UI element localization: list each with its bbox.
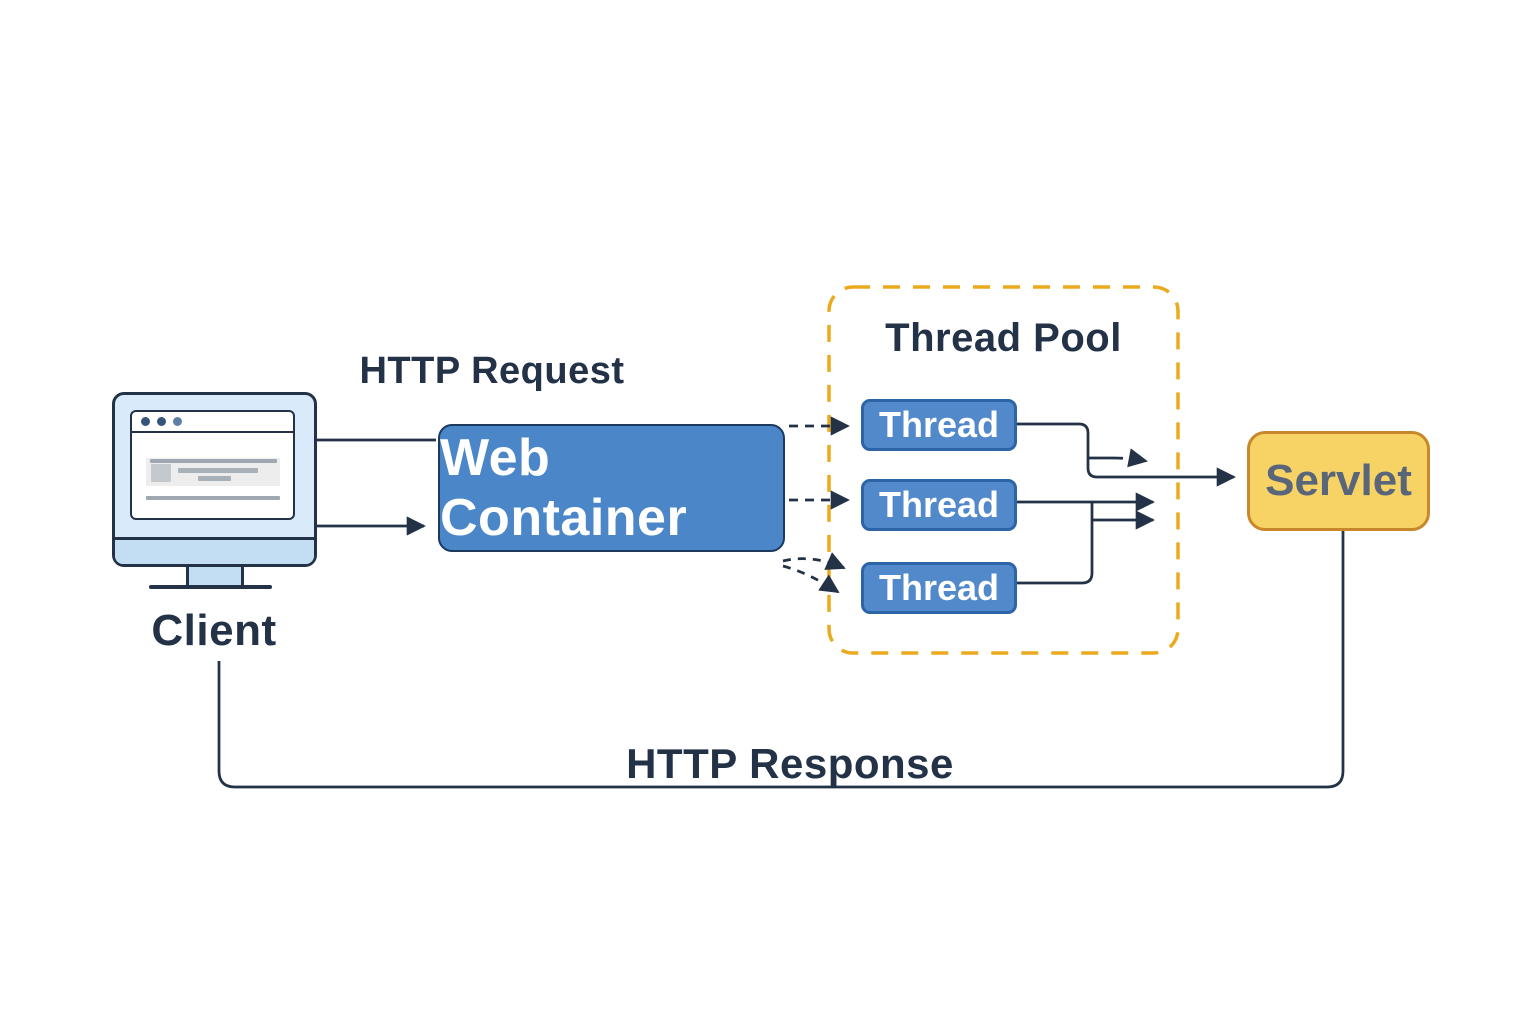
http-request-label: HTTP Request <box>359 350 625 392</box>
thread1-branch-dashed-arrow <box>1113 448 1148 468</box>
content-bar <box>150 459 277 463</box>
browser-dot-icon <box>173 417 182 426</box>
content-bar <box>178 468 258 473</box>
browser-topbar <box>132 412 293 433</box>
dispatch-fork-upper <box>782 552 846 570</box>
client-label: Client <box>151 606 277 655</box>
browser-dot-icon <box>157 417 166 426</box>
thread-pool-title: Thread Pool <box>885 316 1122 360</box>
thread-box-1: Thread <box>861 399 1017 451</box>
dispatch-fork-lower <box>782 564 840 594</box>
thread3-elbow-connector <box>1017 502 1094 585</box>
monitor-chin <box>115 537 314 564</box>
content-bar <box>198 476 231 481</box>
thread1-to-servlet-arrow <box>1017 422 1236 487</box>
thread-box-3: Thread <box>861 562 1017 614</box>
servlet-box: Servlet <box>1247 431 1430 531</box>
thread-pool-boundary <box>827 285 1180 655</box>
web-container-box: Web Container <box>438 424 785 552</box>
browser-dot-icon <box>141 417 150 426</box>
content-thumbnail <box>151 464 171 482</box>
monitor-stand-base <box>149 585 272 589</box>
content-bar <box>146 496 280 500</box>
http-response-label: HTTP Response <box>626 740 954 787</box>
monitor-stand-neck <box>186 563 244 588</box>
http-response-line <box>217 531 1345 789</box>
thread-box-2: Thread <box>861 479 1017 531</box>
